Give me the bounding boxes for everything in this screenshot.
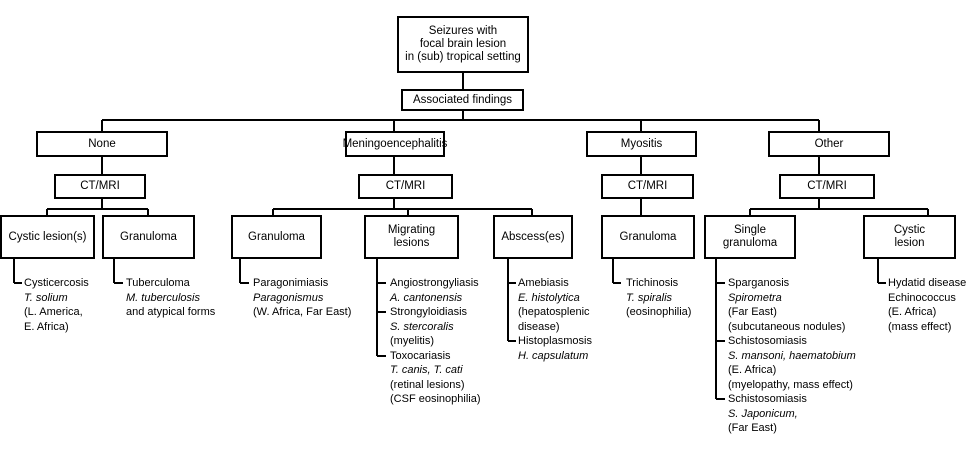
associated-findings-label: Associated findings [412,93,513,106]
list-line: (E. Africa) [888,306,937,318]
ct-mri-box-other: CT/MRI [779,174,875,199]
lesion-box-cystic-lesion-other: Cystic lesion [863,215,956,259]
category-none: None [36,131,168,157]
lesion-label: Cystic lesion(s) [8,230,87,243]
category-meningoencephalitis: Meningoencephalitis [342,131,448,157]
list-line: (hepatosplenic [518,306,590,318]
ct-mri-label: CT/MRI [807,180,847,192]
list-line: (Far East) [728,422,777,434]
list-line: S. Japonicum, [728,407,798,420]
list-line: (myelopathy, mass effect) [728,378,853,391]
ct-mri-box-myositis: CT/MRI [601,174,694,199]
list-tuberculoma: Tuberculoma M. tuberculosis and atypical f… [126,276,215,320]
list-line: Spirometra [728,291,782,304]
list-line: and atypical forms [126,306,216,318]
root-label: Seizures with focal brain lesion in (sub… [405,25,521,63]
list-cysticercosis: Cysticercosis T. solium (L. America, E. Afr… [24,276,89,334]
list-line: M. tuberculosis [126,291,200,304]
lesion-box-cystic-lesions: Cystic lesion(s) [0,215,95,259]
list-line: T. solium [24,291,68,304]
list-line: Schistosomiasis [728,393,807,405]
list-line: Amebiasis [518,277,569,289]
list-line: (myelitis) [390,335,434,347]
lesion-label: Granuloma [619,230,677,243]
list-trichinosis: Trichinosis T. spiralis (eosinophilia) [626,276,691,320]
lesion-label: Abscess(es) [501,230,565,243]
category-label: Myositis [620,137,663,150]
lesion-label: Migrating lesions [387,224,436,249]
list-line: Trichinosis [626,277,679,289]
list-line: Sparganosis [728,277,790,289]
list-line: Schistosomiasis [728,335,807,347]
list-line: (L. America, [24,306,83,318]
ct-mri-label: CT/MRI [385,180,426,192]
list-line: (retinal lesions) [390,378,465,391]
list-line: Echinococcus [888,291,956,304]
list-line: (W. Africa, Far East) [253,306,352,318]
list-line: (Far East) [728,306,777,318]
list-line: (eosinophilia) [626,306,692,318]
category-label: None [88,137,116,150]
list-line: Paragonismus [253,291,324,304]
list-line: E. Africa) [24,320,69,333]
list-line: Tuberculoma [126,277,190,289]
list-line: (CSF eosinophilia) [390,393,481,405]
ct-mri-label: CT/MRI [627,180,668,192]
list-abscess-infections: Amebiasis E. histolytica (hepatosplenic dis… [518,276,592,363]
list-line: (mass effect) [888,320,952,333]
list-line: A. cantonensis [390,291,463,304]
category-label: Other [814,137,844,150]
lesion-box-abscesses: Abscess(es) [493,215,573,259]
lesion-label: Granuloma [120,230,177,243]
category-label: Meningoencephalitis [342,137,448,150]
list-line: disease) [518,320,560,333]
list-line: Toxocariasis [390,349,451,362]
list-line: T. canis, T. cati [390,364,463,376]
category-myositis: Myositis [586,131,697,157]
list-line: S. mansoni, haematobium [728,349,856,362]
list-line: Paragonimiasis [253,277,329,289]
list-line: E. histolytica [518,291,580,304]
lesion-label: Cystic lesion [893,224,926,249]
list-line: Histoplasmosis [518,335,592,347]
lesion-box-migrating-lesions: Migrating lesions [364,215,459,259]
lesion-box-granuloma-none: Granuloma [102,215,195,259]
lesion-box-granuloma-meningo: Granuloma [231,215,322,259]
lesion-box-granuloma-myositis: Granuloma [601,215,695,259]
ct-mri-box-none: CT/MRI [54,174,146,199]
ct-mri-box-meningoencephalitis: CT/MRI [358,174,453,199]
list-line: (subcutaneous nodules) [728,320,846,333]
list-line: Strongyloidiasis [390,306,468,318]
list-line: (E. Africa) [728,364,777,376]
list-line: Hydatid disease [888,277,967,289]
category-other: Other [768,131,890,157]
list-line: S. stercoralis [390,320,454,333]
root-box: Seizures with focal brain lesion in (sub… [397,16,529,73]
list-line: Angiostrongyliasis [390,277,479,289]
list-line: Cysticercosis [24,277,89,289]
ct-mri-label: CT/MRI [80,180,120,192]
associated-findings-box: Associated findings [401,89,524,111]
lesion-box-single-granuloma: Single granuloma [704,215,796,259]
list-line: T. spiralis [626,291,673,304]
list-line: H. capsulatum [518,349,589,362]
lesion-label: Single granuloma [722,224,778,249]
lesion-label: Granuloma [248,230,305,243]
